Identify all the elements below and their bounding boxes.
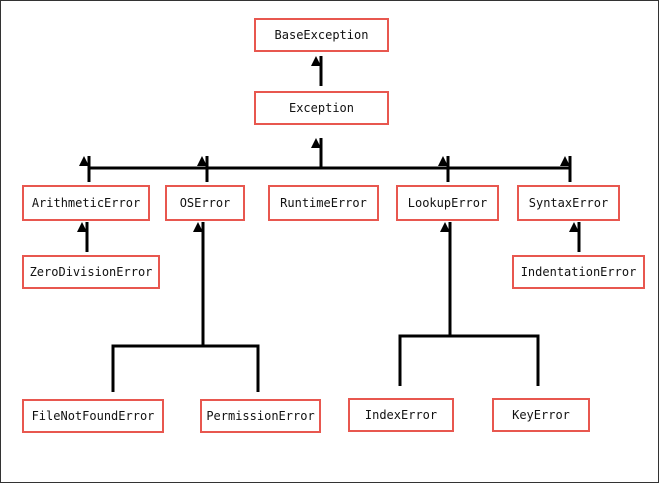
node-lookup-error: LookupError (396, 185, 499, 221)
node-permission-error: PermissionError (200, 399, 321, 433)
edge-lookup-error-bracket (398, 334, 540, 386)
edge-os-error-bracket (111, 344, 260, 392)
node-zero-division-error: ZeroDivisionError (22, 255, 160, 289)
node-file-not-found-error: FileNotFoundError (22, 399, 164, 433)
node-os-error: OSError (165, 185, 245, 221)
node-syntax-error: SyntaxError (517, 185, 620, 221)
node-index-error: IndexError (348, 398, 454, 432)
node-exception: Exception (254, 91, 389, 125)
node-key-error: KeyError (492, 398, 590, 432)
node-runtime-error: RuntimeError (268, 185, 379, 221)
node-base-exception: BaseException (254, 18, 389, 52)
node-indentation-error: IndentationError (512, 255, 645, 289)
node-arithmetic-error: ArithmeticError (22, 185, 150, 221)
